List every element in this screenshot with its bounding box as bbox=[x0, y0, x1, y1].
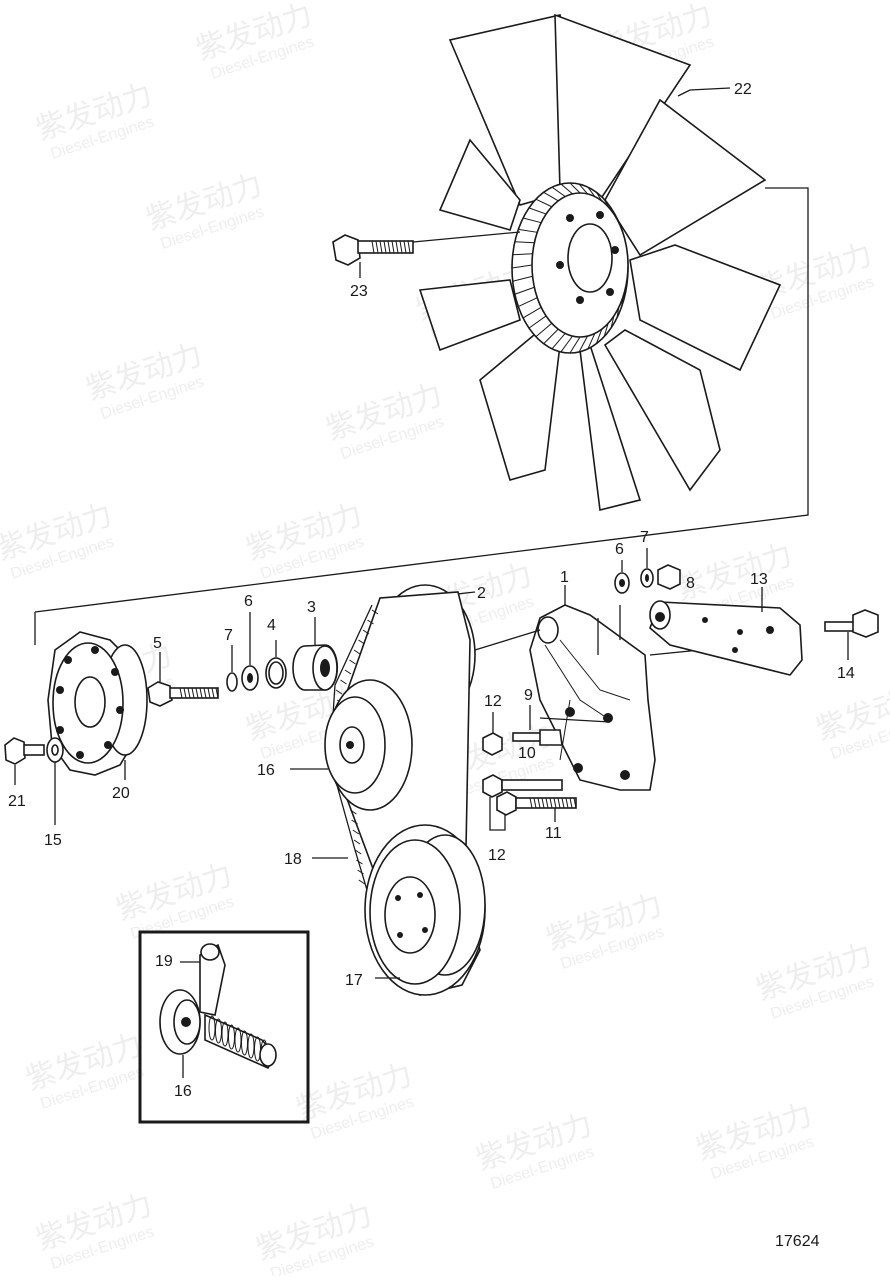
callout-c12b: 12 bbox=[488, 847, 506, 864]
callout-c7a: 7 bbox=[224, 627, 233, 644]
inset-pulley-16 bbox=[160, 990, 200, 1078]
callout-c5: 5 bbox=[153, 635, 162, 652]
callout-c22: 22 bbox=[734, 81, 752, 98]
callout-c10: 10 bbox=[518, 745, 536, 762]
washer-6-right bbox=[615, 560, 629, 593]
bearing-3 bbox=[293, 617, 337, 690]
callout-c4: 4 bbox=[267, 617, 276, 634]
callout-c7b: 7 bbox=[640, 529, 649, 546]
washer-6-left bbox=[242, 612, 258, 690]
callout-c2: 2 bbox=[477, 585, 486, 602]
callout-c11: 11 bbox=[545, 825, 562, 842]
callout-c21: 21 bbox=[8, 793, 26, 810]
callout-c15: 15 bbox=[44, 832, 62, 849]
bolt-21 bbox=[5, 738, 44, 785]
callout-c6a: 6 bbox=[244, 593, 253, 610]
callout-c17: 17 bbox=[345, 972, 363, 989]
nut-8 bbox=[658, 565, 680, 589]
callout-c6b: 6 bbox=[615, 541, 624, 558]
callout-c3: 3 bbox=[307, 599, 316, 616]
pulley-flange-20 bbox=[48, 632, 147, 780]
circlip-4 bbox=[266, 640, 286, 688]
tensioner-spring bbox=[205, 1015, 276, 1068]
washer-7-right bbox=[641, 548, 653, 587]
callout-c16b: 16 bbox=[174, 1083, 192, 1100]
bolt-14 bbox=[825, 610, 878, 660]
callout-c23: 23 bbox=[350, 283, 368, 300]
callout-c14: 14 bbox=[837, 665, 855, 682]
callout-c1: 1 bbox=[560, 569, 569, 586]
bolt-11 bbox=[497, 792, 576, 822]
callout-c8: 8 bbox=[686, 575, 695, 592]
callout-c20: 20 bbox=[112, 785, 130, 802]
washer-7-left bbox=[227, 645, 237, 691]
callout-c16a: 16 bbox=[257, 762, 275, 779]
callout-c19: 19 bbox=[155, 953, 173, 970]
drawing-number: 17624 bbox=[775, 1233, 820, 1250]
callout-c13: 13 bbox=[750, 571, 768, 588]
cooling-fan bbox=[420, 15, 780, 510]
callout-c12a: 12 bbox=[484, 693, 502, 710]
callout-c18: 18 bbox=[284, 851, 302, 868]
crank-pulley-17 bbox=[365, 825, 485, 995]
callout-c9: 9 bbox=[524, 687, 533, 704]
washer-15 bbox=[47, 738, 63, 825]
